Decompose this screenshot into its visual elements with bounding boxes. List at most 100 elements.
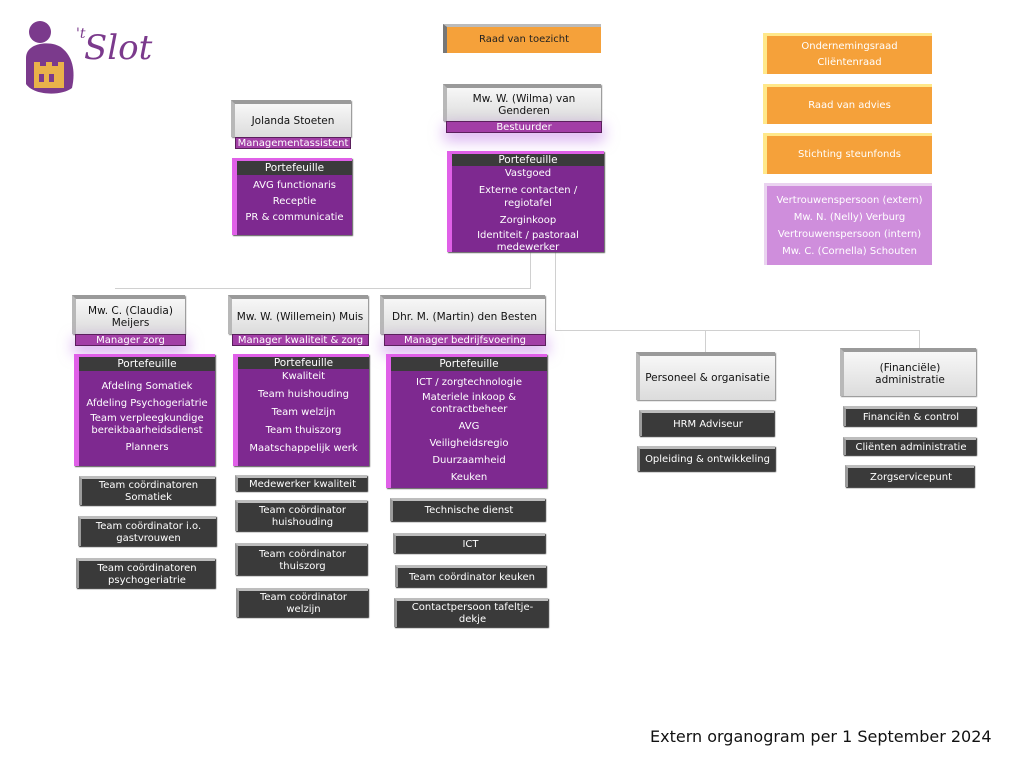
fin-item-box: Financiën & control [843,406,976,426]
team-unit-label: Medewerker kwaliteit [248,478,357,490]
connector-line [555,252,556,330]
portfolio-item: Planners [125,442,169,453]
team-unit-label: ICT [462,538,479,550]
logo-apostrophe: 't [76,26,86,42]
manager-name: Dhr. M. (Martin) den Besten [391,310,538,323]
ondernemingsraad-label: Ondernemingsraad [801,41,898,52]
assistant-role-bar: Managementassistent [235,137,351,149]
steunfonds-label: Stichting steunfonds [798,149,901,160]
manager-role-bar: Manager zorg [75,334,186,346]
team-unit-box: Team coördinator keuken [395,565,546,587]
team-unit-box: Technische dienst [390,498,545,521]
raad-van-toezicht-label: Raad van toezicht [478,34,570,45]
portfolio-item: Vastgoed [504,168,552,179]
director-role-bar: Bestuurder [446,121,602,133]
po-title-box: Personeel & organisatie [636,352,775,400]
manager-name: Mw. C. (Claudia) Meijers [88,304,173,329]
fin-item-box: Zorgservicepunt [845,465,974,487]
portfolio-header: Portefeuille [237,161,352,175]
fin-title: (Financiële) administratie [875,362,945,386]
portfolio-item: Zorginkoop [499,215,557,226]
director-role: Bestuurder [496,121,552,133]
team-unit-label: Contactpersoon tafeltje-dekje [411,602,534,625]
portfolio-item: Team thuiszorg [265,425,342,436]
portfolio-item: Keuken [450,472,488,483]
director-portfolio: Portefeuille Vastgoed Externe contacten … [447,151,604,253]
assistant-role: Managementassistent [237,137,349,149]
portfolio-item: ICT / zorgtechnologie [416,377,522,388]
connector-line [530,252,531,288]
vertrouwen-line: Mw. N. (Nelly) Verburg [793,211,906,223]
portfolio-header: Portefeuille [79,357,215,371]
connector-line [705,330,706,352]
steunfonds-box: Stichting steunfonds [763,133,932,174]
team-unit-box: Medewerker kwaliteit [235,475,367,491]
fin-item-label: Financiën & control [862,411,960,423]
team-unit-label: Team coördinator welzijn [259,592,348,615]
po-item-label: Opleiding & ontwikkeling [645,454,770,465]
raad-van-advies-label: Raad van advies [808,99,891,111]
team-unit-label: Team coördinatoren Somatiek [98,480,199,503]
portfolio-header: Portefeuille [391,357,547,371]
po-title: Personeel & organisatie [645,372,770,384]
vertrouwen-line: Vertrouwenspersoon (extern) [776,194,923,206]
team-unit-box: ICT [393,533,545,553]
connector-line [115,288,531,289]
logo: 't Slot [22,18,162,98]
fin-item-box: Cliënten administratie [843,437,976,455]
po-item-box: HRM Adviseur [639,410,774,436]
portfolio-item: Afdeling Psychogeriatrie [86,398,208,409]
manager-role: Manager zorg [96,334,165,346]
portfolio-item: Afdeling Somatiek [101,381,193,392]
fin-item-label: Zorgservicepunt [869,471,953,483]
manager-portfolio: Portefeuille Kwaliteit Team huishouding … [233,354,369,466]
fin-item-label: Cliënten administratie [855,441,967,453]
team-unit-box: Team coördinator welzijn [236,588,368,617]
team-unit-box: Team coördinator thuiszorg [235,543,367,575]
manager-role: Manager bedrijfsvoering [403,334,527,346]
team-unit-box: Team coördinator i.o. gastvrouwen [78,516,216,546]
manager-name-box: Mw. C. (Claudia) Meijers [72,295,185,334]
manager-role: Manager kwaliteit & zorg [237,334,364,346]
director-name: Mw. W. (Wilma) van Genderen [472,92,576,117]
team-unit-label: Team coördinatoren psychogeriatrie [97,562,197,586]
manager-portfolio: Portefeuille Afdeling Somatiek Afdeling … [74,354,215,466]
portfolio-item: Externe contacten / regiotafel [478,185,578,209]
po-item-box: Opleiding & ontwikkeling [637,446,775,471]
vertrouwen-line: Mw. C. (Cornella) Schouten [782,245,917,257]
portfolio-item: Materiele inkoop & contractbeheer [421,392,517,415]
manager-name-box: Mw. W. (Willemein) Muis [228,295,368,334]
director-name-box: Mw. W. (Wilma) van Genderen [443,84,601,121]
portfolio-item: Duurzaamheid [432,455,506,466]
team-unit-label: Team coördinator huishouding [258,505,347,528]
portfolio-item: PR & communicatie [245,212,344,223]
fin-title-box: (Financiële) administratie [840,348,976,396]
clientenraad-label: Cliëntenraad [817,57,882,68]
assistant-name: Jolanda Stoeten [251,114,335,127]
portfolio-header: Portefeuille [452,154,604,166]
connector-line [919,330,920,348]
vertrouwenspersoon-box: Vertrouwenspersoon (extern) Mw. N. (Nell… [764,183,932,265]
team-unit-label: Team coördinator keuken [408,571,536,583]
manager-role-bar: Manager kwaliteit & zorg [232,334,369,346]
po-item-label: HRM Adviseur [673,418,743,430]
portfolio-item: AVG functionaris [252,180,337,191]
page-footer-title: Extern organogram per 1 September 2024 [650,727,992,746]
portfolio-item: Team verpleegkundige bereikbaarheidsdien… [90,413,204,436]
team-unit-label: Team coördinator i.o. gastvrouwen [95,520,202,544]
ondernemingsraad-box: Ondernemingsraad Cliëntenraad [763,33,932,74]
logo-icon [26,21,74,94]
connector-line [555,330,920,331]
portfolio-item: Receptie [272,196,317,207]
raad-van-toezicht-box: Raad van toezicht [443,24,601,53]
portfolio-item: Veiligheidsregio [429,438,509,449]
manager-portfolio: Portefeuille ICT / zorgtechnologie Mater… [386,354,547,488]
team-unit-box: Team coördinator huishouding [235,500,367,531]
portfolio-item: Identiteit / pastoraal medewerker [477,230,579,253]
manager-role-bar: Manager bedrijfsvoering [384,334,546,346]
portfolio-item: Kwaliteit [281,371,326,382]
assistant-portfolio: Portefeuille AVG functionaris Receptie P… [232,158,352,235]
portfolio-item: Team huishouding [258,389,349,400]
manager-name: Mw. W. (Willemein) Muis [236,310,364,323]
assistant-name-box: Jolanda Stoeten [231,100,351,137]
